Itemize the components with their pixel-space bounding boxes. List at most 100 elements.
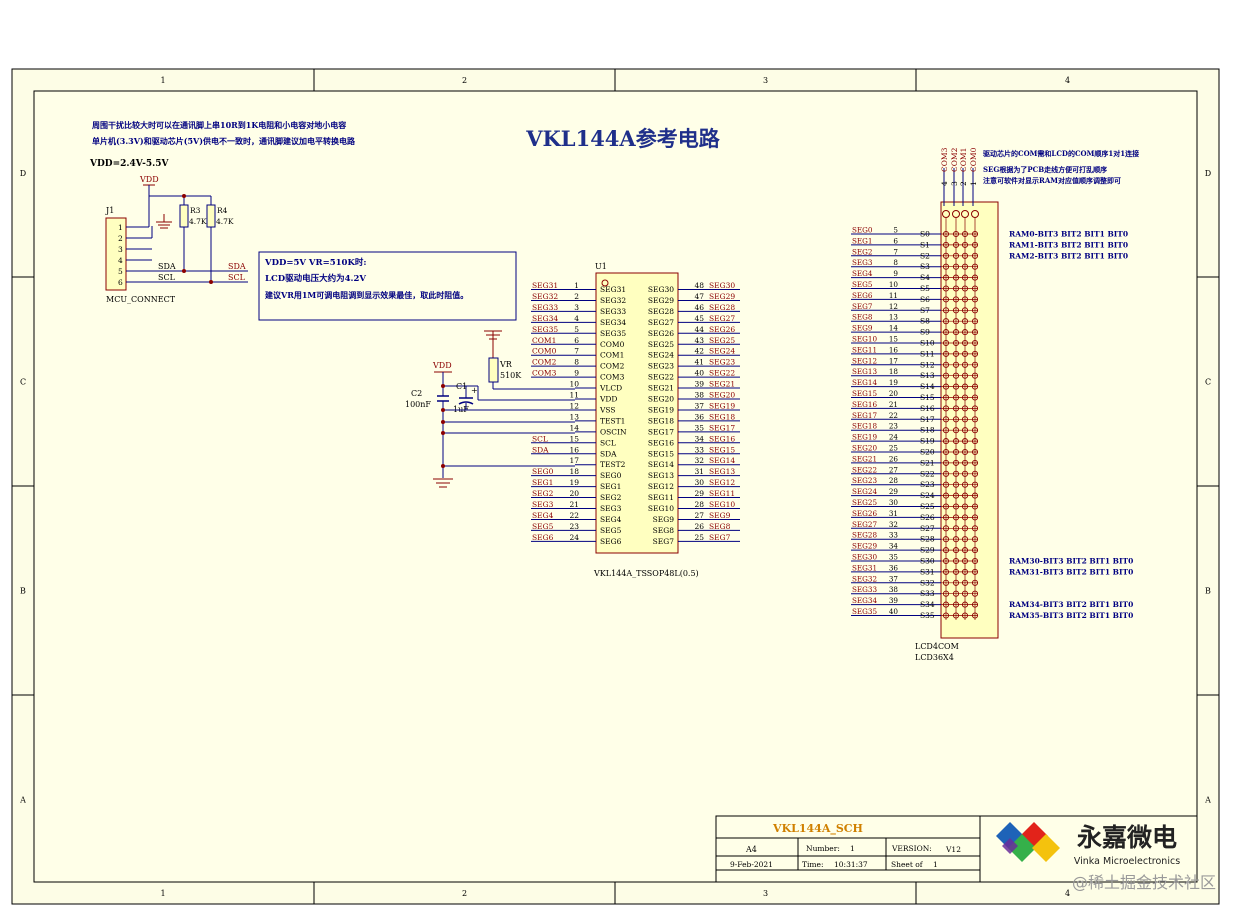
lcd-seg-net-22: SEG22 xyxy=(852,465,877,474)
lcd-pixel-4-0 xyxy=(942,274,950,281)
u1-left-net-8: COM2 xyxy=(532,358,557,367)
lcd-seg-num-4: 9 xyxy=(893,269,898,278)
u1-left-name-22: SEG4 xyxy=(600,515,622,524)
ram-label-0: RAM0-BIT3 BIT2 BIT1 BIT0 xyxy=(1009,230,1128,239)
ram-label-35: RAM35-BIT3 BIT2 BIT1 BIT0 xyxy=(1009,611,1133,620)
grid-col-bottom-2: 2 xyxy=(462,889,467,898)
lcd-pixel-20-0 xyxy=(942,448,950,456)
u1-right-num-31: 31 xyxy=(694,467,704,476)
lcd-com-num-COM3: 4 xyxy=(940,181,949,186)
u1-left-num-6: 6 xyxy=(574,336,579,345)
lcd-seg-pin-9: S9 xyxy=(920,328,930,337)
u1-left-num-8: 8 xyxy=(574,358,579,367)
lcd-seg-num-6: 11 xyxy=(889,291,898,300)
u1-right-net-37: SEG19 xyxy=(709,401,735,410)
r4-ref: R4 xyxy=(217,206,228,215)
lcd-pixel-34-3 xyxy=(971,601,979,608)
lcd-pixel-19-1 xyxy=(952,438,960,445)
passive-vdd-label: VDD xyxy=(432,361,452,370)
u1-left-name-7: COM1 xyxy=(600,351,624,360)
lcd-seg-net-33: SEG33 xyxy=(852,585,877,594)
u1-right-net-31: SEG13 xyxy=(709,467,735,476)
lcd-pixel-14-0 xyxy=(942,383,950,390)
logo-diamond-green xyxy=(1008,834,1036,862)
u1-left-num-2: 2 xyxy=(574,292,579,301)
u1-left-num-24: 24 xyxy=(569,533,579,542)
vr-ref: VR xyxy=(499,360,513,369)
lcd-seg-num-2: 7 xyxy=(893,247,898,256)
u1-right-name-47: SEG29 xyxy=(648,296,674,305)
lcd-seg-num-19: 24 xyxy=(889,433,899,442)
lcd-pixel-4-1 xyxy=(952,274,960,281)
j1-pin-2: 2 xyxy=(118,234,123,243)
u1-right-net-32: SEG14 xyxy=(709,456,735,465)
tb-sheet-label: Sheet of xyxy=(891,860,924,869)
u1-left-name-4: SEG34 xyxy=(600,318,626,327)
u1-left-name-23: SEG5 xyxy=(600,526,622,535)
lcd-pixel-35-1 xyxy=(952,612,960,619)
u1-right-net-38: SEG20 xyxy=(709,391,735,400)
lcd-seg-net-0: SEG0 xyxy=(852,226,873,235)
lcd-pixel-20-1 xyxy=(952,448,960,456)
u1-right-name-42: SEG24 xyxy=(648,351,674,360)
u1-left-name-13: TEST1 xyxy=(600,416,625,425)
lcd-com-pad-COM0 xyxy=(971,210,979,218)
lcd-pixel-22-0 xyxy=(942,470,950,477)
u1-left-net-4: SEG34 xyxy=(532,314,558,323)
u1-left-name-14: OSCIN xyxy=(600,427,627,436)
lcd-seg-pin-32: S32 xyxy=(920,578,935,587)
lcd-pixel-24-3 xyxy=(971,492,979,499)
u1-right-num-28: 28 xyxy=(694,500,704,509)
note-top-1: 周围干扰比较大时可以在通讯脚上串10R到1K电阻和小电容对地小电容 xyxy=(92,120,346,130)
lcd-pixel-30-2 xyxy=(961,557,969,565)
lcd-seg-net-4: SEG4 xyxy=(852,269,873,278)
lcd-pixel-2-0 xyxy=(942,252,950,259)
u1-right-num-34: 34 xyxy=(694,434,704,443)
lcd-seg-num-31: 36 xyxy=(889,563,899,572)
u1-right-name-30: SEG12 xyxy=(648,482,674,491)
u1-pin1-marker xyxy=(601,279,609,287)
lcd-seg-num-18: 23 xyxy=(889,422,899,431)
lcd-pixel-3-3 xyxy=(971,263,979,270)
u1-right-net-27: SEG9 xyxy=(709,511,731,520)
lcd-pixel-6-2 xyxy=(961,296,969,303)
lcd-seg-num-33: 38 xyxy=(889,585,899,594)
ram-label-34: RAM34-BIT3 BIT2 BIT1 BIT0 xyxy=(1009,600,1133,609)
lcd-seg-net-20: SEG20 xyxy=(852,444,877,453)
lcd-pixel-32-2 xyxy=(961,579,969,586)
lcd-seg-net-34: SEG34 xyxy=(852,596,877,605)
lcd-pixel-26-0 xyxy=(942,514,950,521)
u1-left-net-22: SEG4 xyxy=(532,511,554,520)
u1-right-num-39: 39 xyxy=(694,380,704,389)
lcd-seg-pin-22: S22 xyxy=(920,469,935,478)
lcd-pixel-12-2 xyxy=(961,361,969,368)
u1-left-net-5: SEG35 xyxy=(532,325,558,334)
lcd-seg-num-34: 39 xyxy=(889,596,899,605)
u1-right-net-34: SEG16 xyxy=(709,434,735,443)
lcd-com-num-COM0: 1 xyxy=(969,181,978,186)
lcd-seg-num-5: 10 xyxy=(889,280,899,289)
u1-right-name-32: SEG14 xyxy=(648,460,674,469)
lcd-seg-num-9: 14 xyxy=(889,324,899,333)
lcd-seg-num-28: 33 xyxy=(889,531,899,540)
lcd-seg-pin-25: S25 xyxy=(920,502,935,511)
lcd-pixel-34-2 xyxy=(961,601,969,608)
u1-left-name-11: VDD xyxy=(599,395,617,404)
c1-plate-bot xyxy=(458,401,474,405)
u1-left-net-15: SCL xyxy=(532,434,548,443)
lcd-pixel-5-0 xyxy=(942,285,950,292)
lcd-pixel-12-3 xyxy=(971,361,979,368)
lcd-pixel-15-3 xyxy=(971,394,979,401)
tb-version-value: V12 xyxy=(945,845,961,854)
grid-col-top-3: 3 xyxy=(763,76,768,85)
u1-left-num-18: 18 xyxy=(569,467,579,476)
lcd-seg-num-29: 34 xyxy=(889,542,899,551)
u1-left-net-7: COM0 xyxy=(532,347,557,356)
u1-left-name-1: SEG31 xyxy=(600,285,626,294)
u1-right-name-41: SEG23 xyxy=(648,362,674,371)
junction-gnd-1 xyxy=(441,408,445,412)
grid-row-right-A: A xyxy=(1204,796,1211,805)
lcd-seg-net-9: SEG9 xyxy=(852,324,873,333)
